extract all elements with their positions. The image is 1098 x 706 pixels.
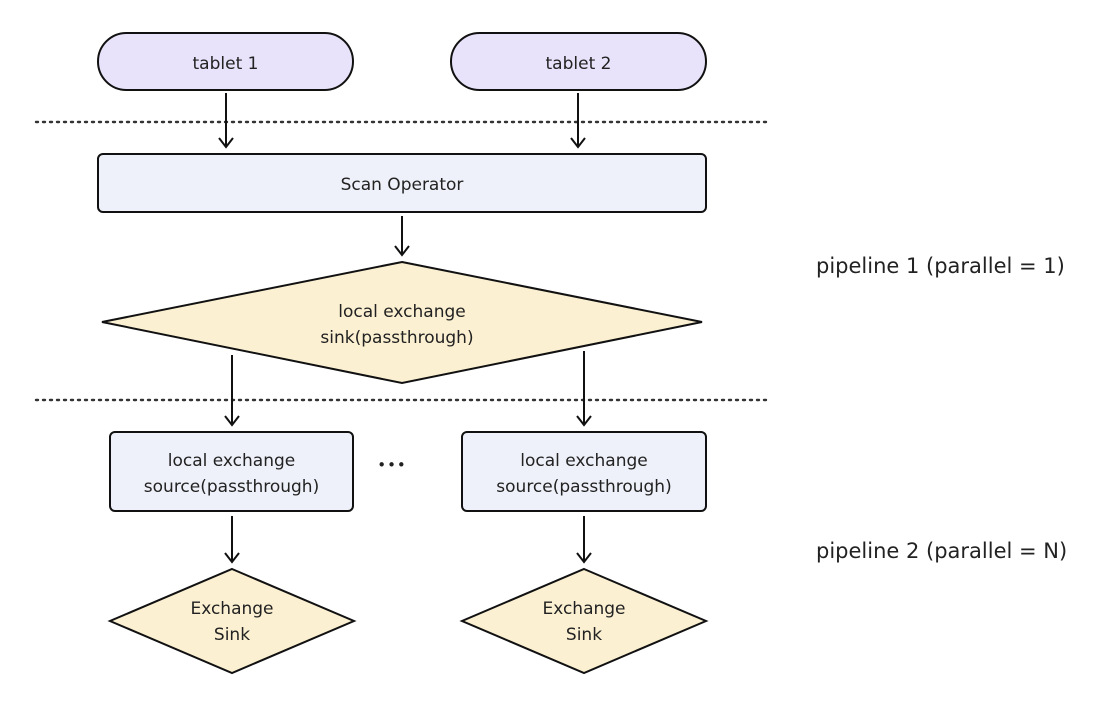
source-right-label-line1: local exchange	[520, 451, 648, 471]
arrow-tablet1-to-scan	[218, 93, 234, 149]
tablet-2-node: tablet 2	[450, 32, 707, 91]
local-exchange-sink-label-line2: sink(passthrough)	[320, 328, 473, 348]
local-exchange-source-right-node: local exchange source(passthrough)	[461, 431, 707, 512]
pipeline-2-label: pipeline 2 (parallel = N)	[816, 539, 1067, 563]
local-exchange-sink-node: local exchange sink(passthrough)	[101, 260, 703, 385]
arrow-tablet2-to-scan	[570, 93, 586, 149]
source-left-label-line1: local exchange	[168, 451, 296, 471]
arrow-sink-to-source-right	[576, 351, 592, 427]
exchange-sink-right-label-line2: Sink	[566, 625, 602, 645]
exchange-sink-left-node: Exchange Sink	[107, 567, 357, 675]
tablet-2-label: tablet 2	[546, 54, 612, 74]
source-left-label-line2: source(passthrough)	[144, 477, 319, 497]
scan-operator-label: Scan Operator	[341, 175, 464, 195]
tablet-1-node: tablet 1	[97, 32, 354, 91]
arrow-source-right-to-exchange	[576, 516, 592, 564]
local-exchange-sink-label-line1: local exchange	[338, 302, 466, 322]
pipeline-1-label: pipeline 1 (parallel = 1)	[816, 254, 1065, 278]
exchange-sink-left-label-line2: Sink	[214, 625, 250, 645]
exchange-sink-left-label-line1: Exchange	[190, 599, 273, 619]
ellipsis-more-sources: •••	[377, 456, 407, 474]
scan-operator-node: Scan Operator	[97, 153, 707, 213]
arrow-sink-to-source-left	[224, 355, 240, 427]
tablet-1-label: tablet 1	[193, 54, 259, 74]
exchange-sink-right-label-line1: Exchange	[542, 599, 625, 619]
arrow-scan-to-sink	[394, 216, 410, 257]
arrow-source-left-to-exchange	[224, 516, 240, 564]
local-exchange-source-left-node: local exchange source(passthrough)	[109, 431, 354, 512]
exchange-sink-right-node: Exchange Sink	[459, 567, 709, 675]
source-right-label-line2: source(passthrough)	[496, 477, 671, 497]
